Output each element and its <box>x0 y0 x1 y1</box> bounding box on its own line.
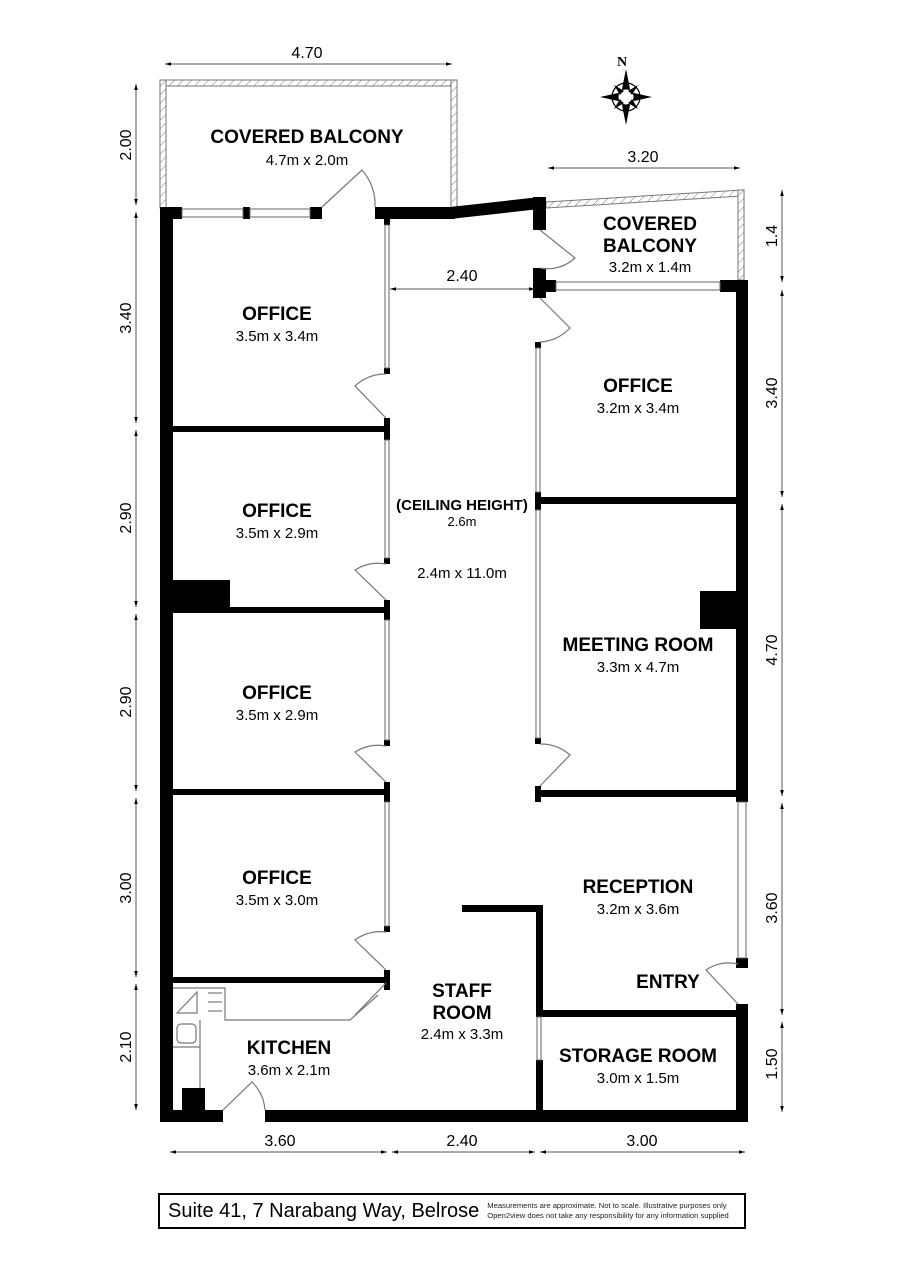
svg-text:3.60: 3.60 <box>264 1133 295 1150</box>
room-office-2: OFFICE 3.5m x 2.9m <box>236 501 319 542</box>
room-name: STORAGE ROOM <box>559 1046 717 1067</box>
north-label: N <box>617 55 627 70</box>
svg-text:2.40: 2.40 <box>446 1133 477 1150</box>
room-corridor: (CEILING HEIGHT) 2.6m 2.4m x 11.0m <box>396 497 528 582</box>
window <box>555 281 721 291</box>
ceiling-height-label: (CEILING HEIGHT) <box>396 497 528 514</box>
svg-text:3.40: 3.40 <box>118 302 135 333</box>
kitchen-fittings <box>173 987 379 1088</box>
room-size: 2.4m x 11.0m <box>417 565 507 582</box>
room-name: BALCONY <box>603 236 697 257</box>
room-name: KITCHEN <box>247 1038 331 1059</box>
svg-text:2.00: 2.00 <box>118 129 135 160</box>
svg-text:1.50: 1.50 <box>764 1048 781 1079</box>
svg-text:3.20: 3.20 <box>627 149 658 166</box>
room-size: 3.3m x 4.7m <box>597 659 680 676</box>
room-size: 2.4m x 3.3m <box>421 1026 504 1043</box>
dimension-right-balcony: 3.20 <box>548 149 740 170</box>
svg-text:2.40: 2.40 <box>446 268 477 285</box>
svg-text:3.00: 3.00 <box>118 872 135 903</box>
room-name: OFFICE <box>242 868 312 889</box>
window <box>737 801 747 959</box>
dimension-left: 2.00 3.40 2.90 2.90 3.00 2.10 <box>118 84 138 1110</box>
room-name: ROOM <box>432 1003 491 1024</box>
exterior-walls <box>160 197 748 1122</box>
room-name: COVERED BALCONY <box>210 127 404 148</box>
svg-text:2.90: 2.90 <box>118 686 135 717</box>
room-office-1: OFFICE 3.5m x 3.4m <box>236 304 319 345</box>
svg-text:4.70: 4.70 <box>764 634 781 665</box>
dimension-corridor: 2.40 <box>390 268 535 291</box>
room-size: 3.5m x 3.0m <box>236 892 319 909</box>
property-address: Suite 41, 7 Narabang Way, Belrose <box>168 1199 480 1222</box>
room-name: OFFICE <box>603 376 673 397</box>
room-size: 3.5m x 2.9m <box>236 525 319 542</box>
svg-text:2.10: 2.10 <box>118 1031 135 1062</box>
svg-text:3.40: 3.40 <box>764 377 781 408</box>
svg-text:2.90: 2.90 <box>118 502 135 533</box>
room-name: OFFICE <box>242 683 312 704</box>
room-name: OFFICE <box>242 304 312 325</box>
room-name: STAFF <box>432 981 492 1002</box>
interior-walls <box>173 219 736 1112</box>
compass-icon: N <box>600 55 652 125</box>
svg-text:3.00: 3.00 <box>626 1133 657 1150</box>
room-storage: STORAGE ROOM 3.0m x 1.5m <box>559 1046 717 1087</box>
room-staff: STAFF ROOM 2.4m x 3.3m <box>421 981 504 1043</box>
window <box>181 208 244 218</box>
room-name: MEETING ROOM <box>563 635 714 656</box>
disclaimer: Measurements are approximate. Not to sca… <box>487 1201 728 1221</box>
room-name: OFFICE <box>242 501 312 522</box>
room-size: 3.2m x 3.6m <box>597 901 680 918</box>
room-size: 3.2m x 1.4m <box>609 259 692 276</box>
dimension-bottom: 3.60 2.40 3.00 <box>170 1133 745 1154</box>
room-size: 3.2m x 3.4m <box>597 400 680 417</box>
room-office-4: OFFICE 3.5m x 3.0m <box>236 868 319 909</box>
svg-text:3.60: 3.60 <box>764 892 781 923</box>
window <box>249 208 311 218</box>
glass-partitions <box>384 224 542 1061</box>
room-kitchen: KITCHEN 3.6m x 2.1m <box>247 1038 331 1079</box>
room-size: 3.0m x 1.5m <box>597 1070 680 1087</box>
room-office-3: OFFICE 3.5m x 2.9m <box>236 683 319 724</box>
room-size: 4.7m x 2.0m <box>266 152 349 169</box>
disclaimer-line-2: Open2view does not take any responsibili… <box>487 1211 729 1220</box>
room-meeting: MEETING ROOM 3.3m x 4.7m <box>563 635 714 676</box>
dimension-right: 1.4 3.40 4.70 3.60 1.50 <box>764 190 784 1112</box>
address-footer: Suite 41, 7 Narabang Way, Belrose Measur… <box>158 1193 746 1229</box>
svg-text:4.70: 4.70 <box>291 45 322 62</box>
room-balcony-top: COVERED BALCONY 4.7m x 2.0m <box>210 127 404 169</box>
room-reception: RECEPTION 3.2m x 3.6m <box>583 877 694 918</box>
ceiling-height-value: 2.6m <box>448 514 477 529</box>
doors <box>222 169 739 1111</box>
dimension-top-balcony: 4.70 <box>165 45 452 66</box>
room-office-right: OFFICE 3.2m x 3.4m <box>597 376 680 417</box>
room-name: ENTRY <box>636 972 700 993</box>
room-size: 3.5m x 3.4m <box>236 328 319 345</box>
room-size: 3.5m x 2.9m <box>236 707 319 724</box>
room-name: COVERED <box>603 214 697 235</box>
disclaimer-line-1: Measurements are approximate. Not to sca… <box>487 1201 727 1210</box>
room-entry: ENTRY <box>636 972 700 993</box>
room-balcony-right: COVERED BALCONY 3.2m x 1.4m <box>603 214 697 276</box>
svg-text:1.4: 1.4 <box>764 225 781 247</box>
room-name: RECEPTION <box>583 877 694 898</box>
room-size: 3.6m x 2.1m <box>248 1062 331 1079</box>
